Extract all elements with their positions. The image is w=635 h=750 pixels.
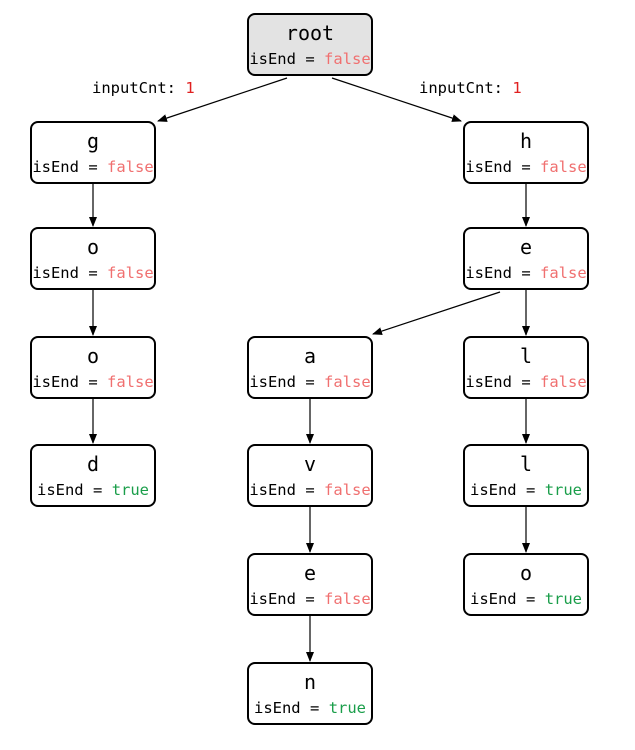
isend-key: isEnd xyxy=(465,264,512,282)
isend-equals: = xyxy=(305,590,315,608)
node-char: v xyxy=(303,452,317,476)
node-char: h xyxy=(519,129,533,153)
inputcnt-key: inputCnt: xyxy=(419,79,503,97)
node-isend: isEnd = false xyxy=(465,157,587,177)
node-char: l xyxy=(519,344,533,368)
isend-key: isEnd xyxy=(253,699,301,717)
isend-value: false xyxy=(540,373,587,391)
isend-key: isEnd xyxy=(249,373,296,391)
isend-equals: = xyxy=(526,590,536,608)
edge-label-inputcnt: inputCnt: 1 xyxy=(419,78,522,98)
isend-equals: = xyxy=(88,373,98,391)
isend-value: false xyxy=(540,264,587,282)
node-isend: isEnd = true xyxy=(32,480,154,500)
isend-equals: = xyxy=(305,481,315,499)
node-isend: isEnd = true xyxy=(465,480,587,500)
isend-value: false xyxy=(324,481,371,499)
node-char: e xyxy=(303,561,317,585)
isend-key: isEnd xyxy=(32,264,79,282)
isend-value: true xyxy=(544,481,583,499)
node-isend: isEnd = true xyxy=(249,698,371,718)
node-char: g xyxy=(86,129,100,153)
node-char: root xyxy=(285,21,335,45)
isend-equals: = xyxy=(521,158,531,176)
node-isend: isEnd = false xyxy=(249,372,371,392)
edge-root-to-h xyxy=(331,77,462,122)
node-char: e xyxy=(519,235,533,259)
isend-equals: = xyxy=(521,373,531,391)
node-isend: isEnd = false xyxy=(249,480,371,500)
node-isend: isEnd = false xyxy=(32,372,154,392)
isend-key: isEnd xyxy=(36,481,84,499)
trie-node-root: root isEnd = false xyxy=(247,13,373,76)
node-char: o xyxy=(86,344,100,368)
isend-value: false xyxy=(107,373,154,391)
node-isend: isEnd = false xyxy=(465,263,587,283)
isend-value: true xyxy=(544,590,583,608)
isend-equals: = xyxy=(526,481,536,499)
edge-label-inputcnt: inputCnt: 1 xyxy=(92,78,195,98)
inputcnt-value: 1 xyxy=(512,79,522,97)
isend-equals: = xyxy=(88,264,98,282)
isend-value: false xyxy=(324,373,371,391)
node-char: a xyxy=(303,344,317,368)
isend-value: true xyxy=(328,699,367,717)
isend-value: false xyxy=(107,158,154,176)
node-char: o xyxy=(86,235,100,259)
isend-key: isEnd xyxy=(249,50,296,68)
node-char: l xyxy=(519,452,533,476)
edge-h-e-to-h-a xyxy=(372,291,501,335)
isend-key: isEnd xyxy=(249,481,296,499)
isend-key: isEnd xyxy=(469,481,517,499)
node-isend: isEnd = true xyxy=(465,589,587,609)
inputcnt-value: 1 xyxy=(185,79,195,97)
node-char: d xyxy=(86,452,100,476)
node-isend: isEnd = false xyxy=(465,372,587,392)
isend-value: false xyxy=(324,590,371,608)
isend-key: isEnd xyxy=(465,373,512,391)
isend-equals: = xyxy=(93,481,103,499)
isend-key: isEnd xyxy=(469,590,517,608)
node-char: n xyxy=(303,670,317,694)
node-isend: isEnd = false xyxy=(249,49,371,69)
inputcnt-key: inputCnt: xyxy=(92,79,176,97)
isend-value: false xyxy=(324,50,371,68)
isend-key: isEnd xyxy=(32,158,79,176)
isend-value: true xyxy=(111,481,150,499)
isend-equals: = xyxy=(521,264,531,282)
node-char: o xyxy=(519,561,533,585)
isend-equals: = xyxy=(310,699,320,717)
node-isend: isEnd = false xyxy=(32,263,154,283)
isend-key: isEnd xyxy=(32,373,79,391)
isend-equals: = xyxy=(305,373,315,391)
node-isend: isEnd = false xyxy=(249,589,371,609)
isend-value: false xyxy=(107,264,154,282)
node-isend: isEnd = false xyxy=(32,157,154,177)
isend-value: false xyxy=(540,158,587,176)
edge-root-to-g xyxy=(157,77,288,122)
isend-key: isEnd xyxy=(465,158,512,176)
isend-equals: = xyxy=(305,50,315,68)
isend-equals: = xyxy=(88,158,98,176)
isend-key: isEnd xyxy=(249,590,296,608)
